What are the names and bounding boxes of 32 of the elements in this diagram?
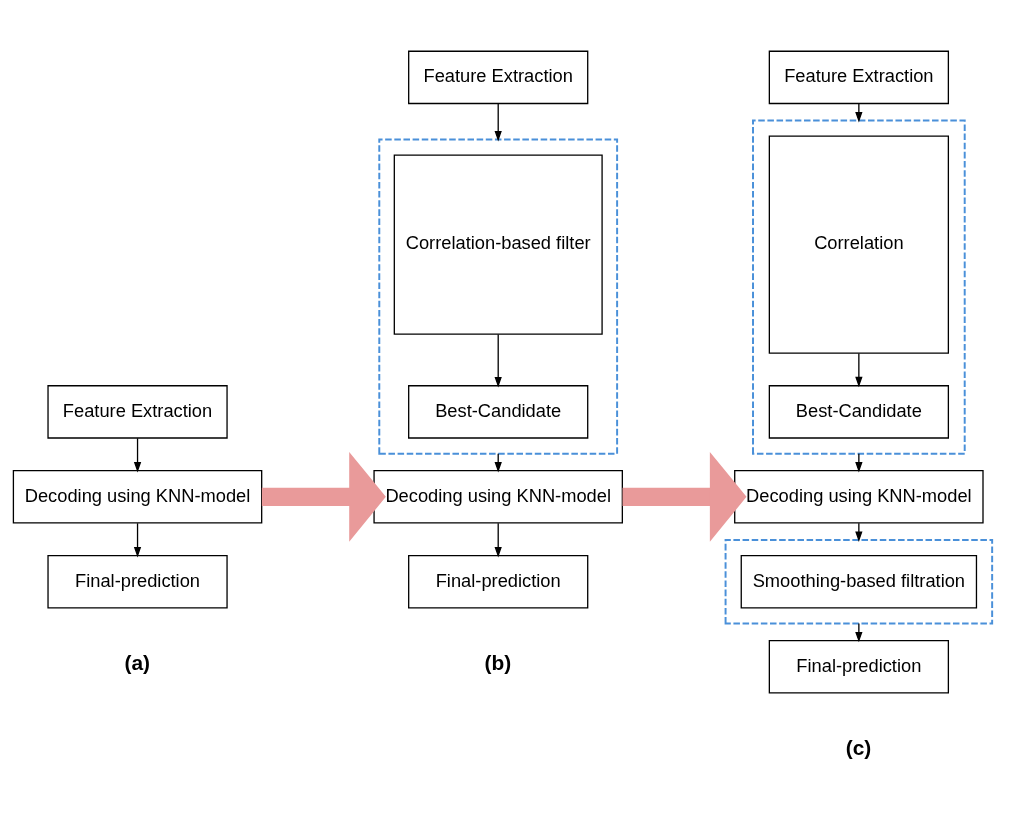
arrow (622, 451, 747, 542)
arrow (855, 522, 863, 542)
node-box: Feature Extraction (768, 50, 950, 104)
node-box: Decoding using KNN-model (12, 469, 263, 524)
arrow (855, 452, 863, 472)
node-box: Feature Extraction (408, 50, 589, 104)
arrow (855, 352, 863, 387)
cluster (752, 119, 966, 455)
node-box: Best-Candidate (768, 384, 950, 439)
arrow (494, 522, 502, 557)
cluster (378, 137, 619, 455)
label: (a) (124, 650, 151, 674)
node-box: Final-prediction (408, 554, 589, 609)
arrow (133, 437, 142, 472)
arrow (855, 622, 863, 642)
arrow (261, 451, 386, 542)
node-box: Correlation-based filter (393, 153, 603, 335)
cluster (724, 538, 994, 625)
arrow (494, 102, 502, 141)
node-box: Decoding using KNN-model (734, 469, 984, 524)
arrow (133, 522, 142, 557)
node-box: Final-prediction (768, 639, 950, 693)
node-box: Correlation (768, 135, 950, 354)
label: (c) (845, 735, 872, 759)
arrow (855, 102, 863, 122)
node-box: Decoding using KNN-model (373, 469, 623, 524)
node-box: Best-Candidate (408, 384, 589, 439)
node-box: Feature Extraction (47, 384, 228, 439)
node-box: Final-prediction (47, 554, 228, 609)
node-box: Smoothing-based filtration (740, 554, 978, 609)
arrow (494, 333, 502, 387)
label: (b) (484, 650, 512, 674)
